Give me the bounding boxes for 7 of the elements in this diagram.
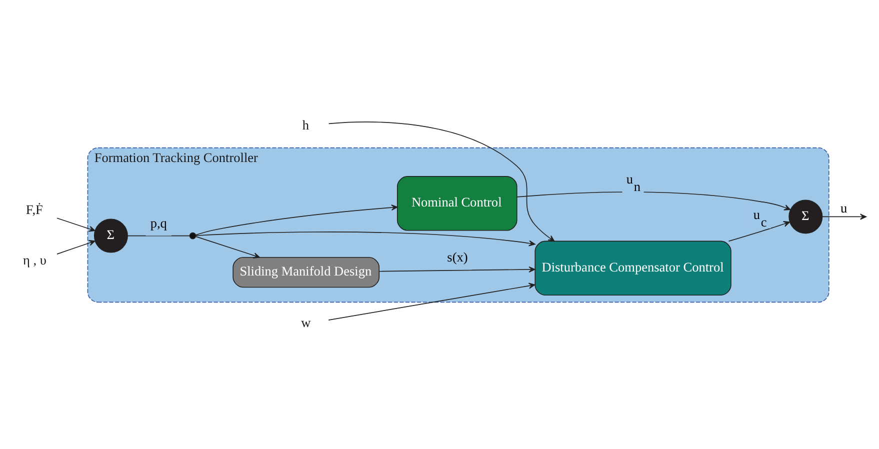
node-text: η , υ [22,252,46,268]
node-text: h [302,116,310,132]
edge-label: s(x) [447,248,468,264]
node-text: F,Ḟ [26,202,43,217]
node-text: w [301,314,311,330]
edge-label: u [840,200,848,215]
edge-label: p,q [150,214,167,230]
